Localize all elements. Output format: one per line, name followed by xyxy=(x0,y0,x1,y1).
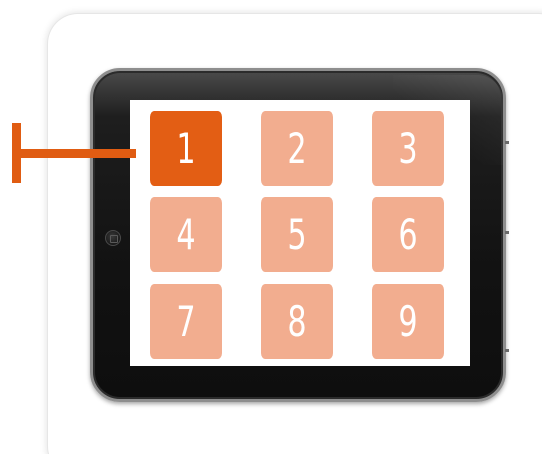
tile-2[interactable]: 2 xyxy=(261,111,333,186)
tile-2-label: 2 xyxy=(287,128,306,170)
side-mark xyxy=(505,141,509,144)
tile-4-label: 4 xyxy=(176,214,195,256)
tile-1[interactable]: 1 xyxy=(150,111,222,186)
tile-5[interactable]: 5 xyxy=(261,197,333,272)
tile-3[interactable]: 3 xyxy=(372,111,444,186)
home-button-icon xyxy=(105,230,121,246)
tile-4[interactable]: 4 xyxy=(150,197,222,272)
tile-5-label: 5 xyxy=(287,214,306,256)
tile-6[interactable]: 6 xyxy=(372,197,444,272)
tile-8[interactable]: 8 xyxy=(261,284,333,359)
tile-6-label: 6 xyxy=(398,214,417,256)
pointer-line xyxy=(12,149,136,158)
tile-1-label: 1 xyxy=(176,128,195,170)
side-mark xyxy=(505,349,509,352)
tile-9-label: 9 xyxy=(398,301,417,343)
tile-7[interactable]: 7 xyxy=(150,284,222,359)
side-mark xyxy=(505,231,509,234)
tile-7-label: 7 xyxy=(176,301,195,343)
tile-8-label: 8 xyxy=(287,301,306,343)
tile-9[interactable]: 9 xyxy=(372,284,444,359)
tile-3-label: 3 xyxy=(398,128,417,170)
